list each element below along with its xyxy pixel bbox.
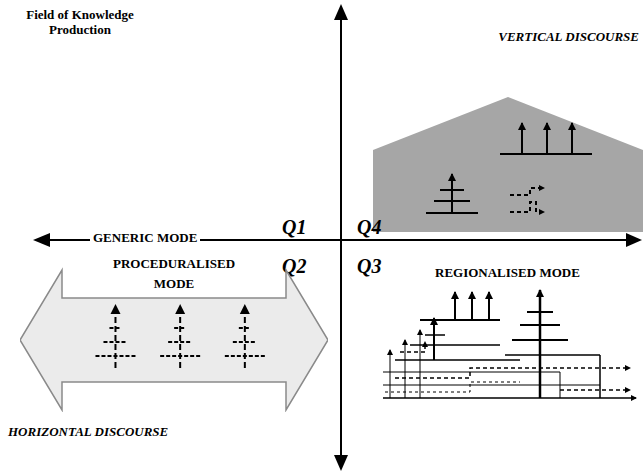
field-title: Field of Knowledge Production — [5, 8, 155, 38]
tree-icon — [160, 304, 200, 368]
arrow-outline — [20, 270, 328, 410]
quadrant-number: Q1 — [282, 216, 306, 239]
axis-label: GENERIC MODE — [90, 231, 200, 246]
quadrant-heading: HORIZONTAL DISCOURSE — [8, 425, 168, 440]
double-arrow: PROCEDURALISED MODE — [20, 252, 328, 412]
tree-icon — [95, 304, 135, 368]
mode-label: REGIONALISED MODE — [432, 266, 583, 281]
quadrant-number: Q3 — [357, 255, 381, 278]
node-text: PROCEDURALISED MODE — [99, 254, 249, 293]
house-shape — [373, 97, 643, 232]
axes — [33, 4, 642, 471]
quadrant-heading: VERTICAL DISCOURSE — [498, 30, 639, 45]
tree-icon — [225, 304, 265, 368]
quadrant-number: Q4 — [357, 216, 381, 239]
regionalised-illustration — [383, 290, 636, 398]
